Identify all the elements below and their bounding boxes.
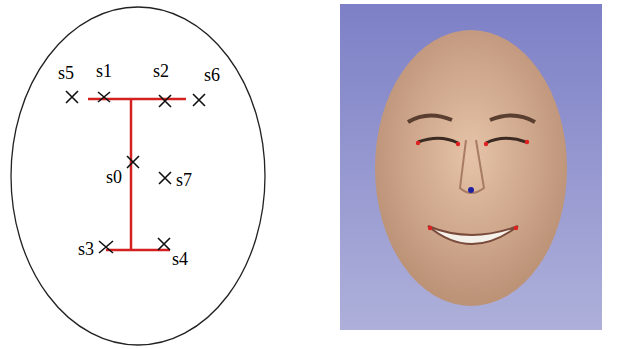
point-label: s3 <box>78 240 94 258</box>
point-label: s6 <box>204 66 220 84</box>
point-label: s7 <box>176 171 192 189</box>
point-label: s0 <box>106 168 122 186</box>
face-render <box>340 4 602 330</box>
point-label: s5 <box>58 64 74 82</box>
point-label: s1 <box>96 62 112 80</box>
point-label: s4 <box>172 250 188 268</box>
point-label: s2 <box>153 62 169 80</box>
feature-frame <box>88 99 186 250</box>
head-outline <box>11 7 265 345</box>
landmark-crosses <box>66 91 205 253</box>
